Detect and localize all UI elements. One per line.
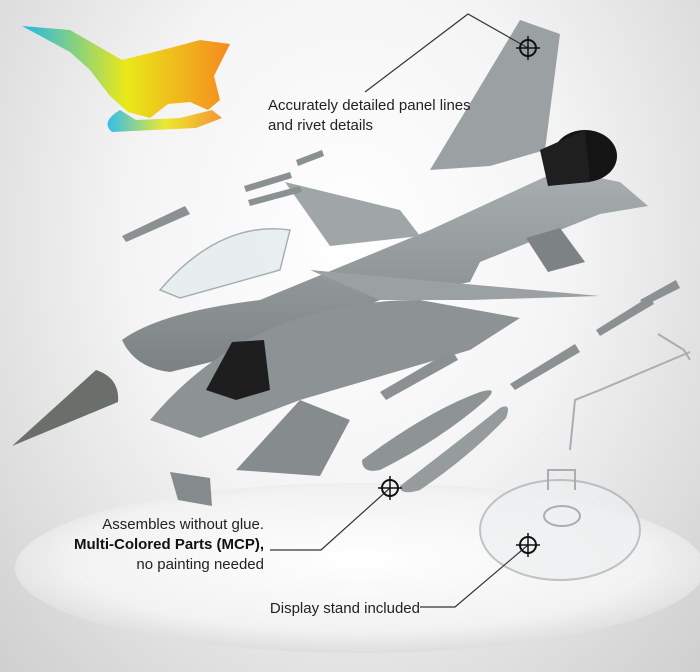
callout-panel-lines: Accurately detailed panel lines and rive… xyxy=(268,96,498,136)
lower-fuselage-part xyxy=(150,300,520,438)
brand-logo-icon xyxy=(22,26,230,132)
callout-line: Display stand included xyxy=(269,600,420,617)
fuselage-part xyxy=(122,170,648,372)
callout-line: Accurately detailed panel lines xyxy=(268,97,471,114)
small-part xyxy=(526,228,585,272)
tail-fin-part xyxy=(430,20,560,170)
crosshair-icon xyxy=(516,36,540,60)
callout-stand: Display stand included xyxy=(230,599,420,619)
drop-tank-part xyxy=(362,390,492,471)
engine-nozzle-part xyxy=(540,130,617,186)
mcp-emphasis: Multi-Colored Parts (MCP), xyxy=(74,536,264,553)
missile-part xyxy=(122,150,680,400)
callout-assembly: Assembles without glue. Multi-Colored Pa… xyxy=(40,515,264,575)
callout-line: Multi-Colored Parts (MCP), xyxy=(40,535,264,555)
callout-lines xyxy=(270,13,529,608)
crosshair-icon xyxy=(516,533,540,557)
lower-panel-part xyxy=(236,400,350,476)
callout-line: and rivet details xyxy=(268,117,374,134)
callout-line: no painting needed xyxy=(136,556,264,573)
ejection-seat-part xyxy=(206,340,270,400)
callout-line: Assembles without glue. xyxy=(102,516,264,533)
crosshair-icon xyxy=(378,476,402,500)
nose-cone-part xyxy=(12,370,119,446)
display-stand-part xyxy=(479,333,691,581)
drop-tank-part xyxy=(400,406,508,493)
air-intake-part xyxy=(170,472,212,506)
